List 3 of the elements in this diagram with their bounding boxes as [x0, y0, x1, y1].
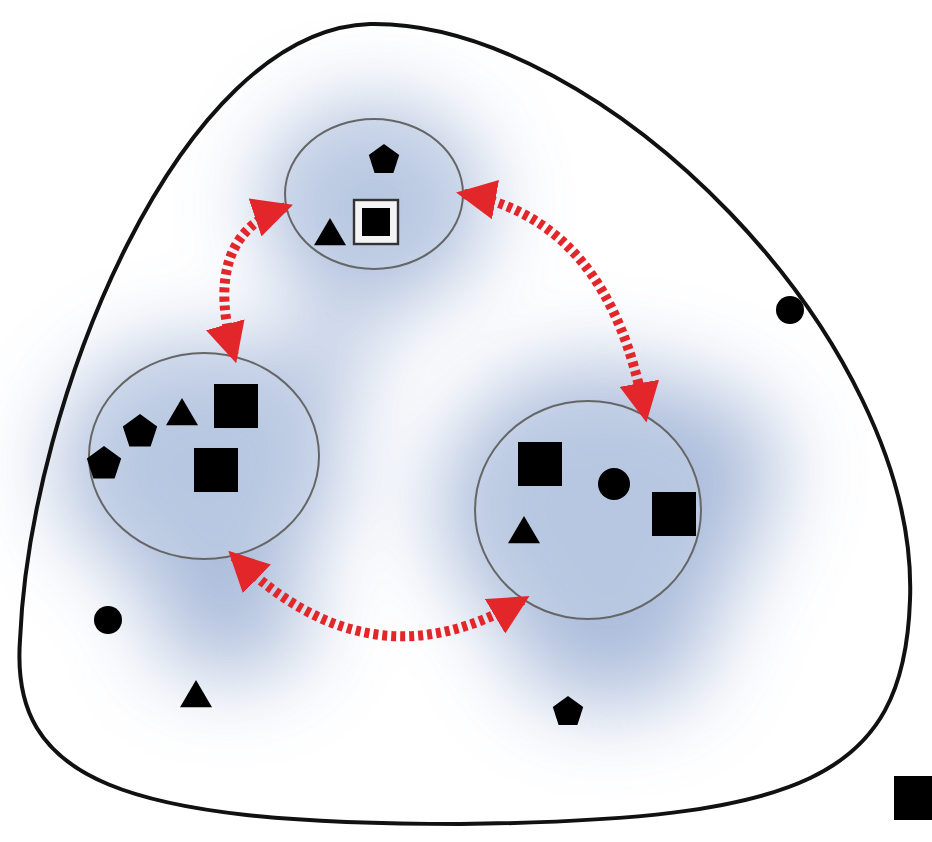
dashed-double-arrow — [206, 200, 293, 364]
dashed-double-arrow — [456, 181, 658, 423]
dashed-double-arrow — [228, 551, 530, 642]
